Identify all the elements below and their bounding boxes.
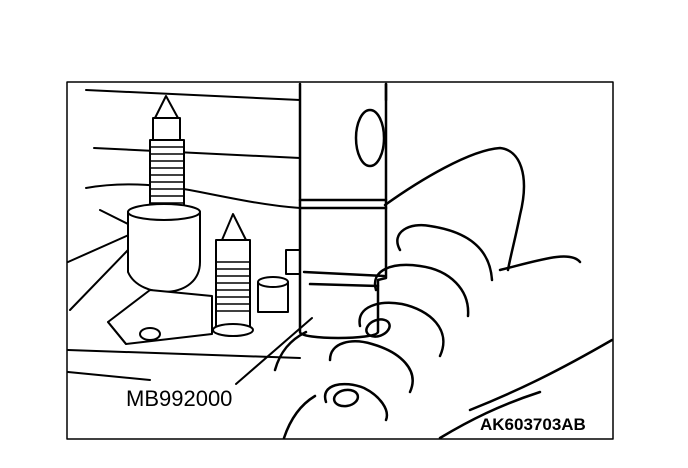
callout-leader xyxy=(235,317,313,385)
hex-nut xyxy=(257,249,305,313)
hand xyxy=(273,146,614,440)
figure-frame xyxy=(66,81,614,440)
stud-bolt-right xyxy=(212,213,254,337)
tool-callout-label: MB992000 xyxy=(126,386,233,411)
special-tool xyxy=(298,82,388,340)
mounting-boss xyxy=(107,203,213,345)
figure-code: AK603703AB xyxy=(480,415,586,434)
stud-bolt-left xyxy=(149,95,185,211)
